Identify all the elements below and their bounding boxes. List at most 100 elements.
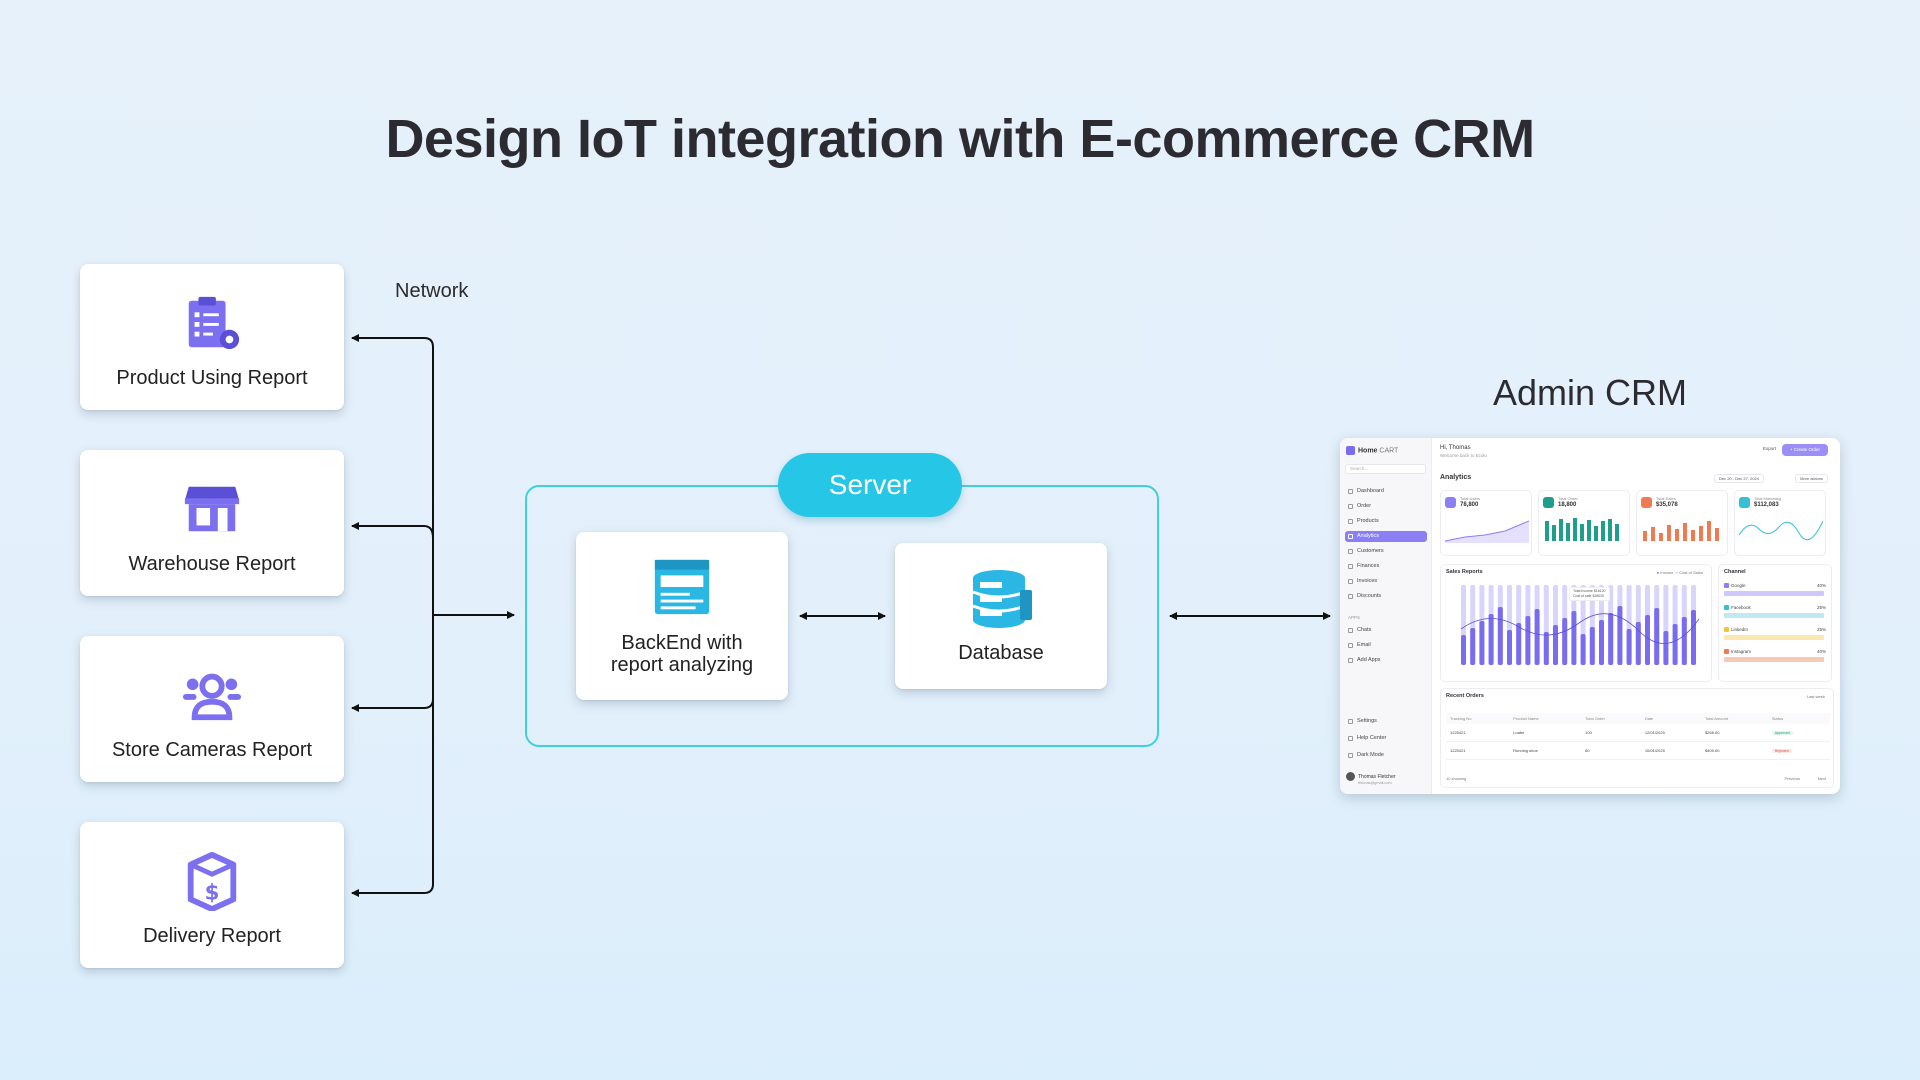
channel-pct: 40% — [1816, 583, 1826, 588]
arrow-warehouse-report — [351, 522, 434, 539]
greeting: Hi, Thomas — [1440, 445, 1471, 451]
table-cell: 1225421 — [1446, 741, 1510, 760]
table-cell: Running shoe — [1509, 741, 1582, 760]
svg-text:$: $ — [205, 880, 220, 905]
panel-title: Recent Orders — [1446, 693, 1484, 699]
nav-discounts[interactable]: Discounts — [1345, 591, 1427, 602]
kpi-area-chart — [1445, 520, 1529, 543]
nav-settings[interactable]: Settings — [1345, 716, 1427, 727]
crm-main: Hi, Thomas Welcome back to Ecolo Export … — [1440, 438, 1836, 794]
user-email: thomas@gmail.com — [1358, 781, 1392, 785]
table-cell: 12/01/2025 — [1640, 724, 1701, 742]
channel-name: Instagram — [1731, 649, 1752, 654]
finances-icon — [1348, 564, 1353, 569]
more-actions-dropdown[interactable]: More actions — [1795, 474, 1828, 483]
nav-label: Finances — [1357, 563, 1380, 569]
next-button[interactable]: Next — [1817, 776, 1826, 781]
nav-products[interactable]: Products — [1345, 516, 1427, 527]
column-header[interactable]: Product Name — [1509, 713, 1582, 724]
bar-income — [1516, 623, 1522, 665]
bar-income — [1553, 625, 1558, 665]
column-header[interactable]: Date — [1640, 713, 1701, 724]
customers-icon — [1348, 549, 1353, 554]
column-header[interactable]: Total Order — [1581, 713, 1641, 724]
channel-name: Google — [1731, 583, 1746, 588]
arrow-delivery-report — [351, 699, 434, 897]
table-row[interactable]: 1225421 Running shoe 80 10/01/2025 $409.… — [1446, 741, 1830, 760]
dashboard-icon — [1348, 489, 1353, 494]
bar-income — [1681, 617, 1687, 665]
tooltip-cost: Cost of sale $18020 — [1573, 594, 1605, 598]
database-icon — [972, 569, 1032, 628]
kpi-label: Total Sales — [1656, 496, 1676, 501]
pagination: 10 showing Previous Next — [1446, 776, 1830, 781]
chart-legend: ● Income ● Cost of Sales — [1657, 570, 1703, 575]
nav-label: Chats — [1357, 627, 1372, 633]
document-window-icon — [654, 559, 710, 615]
column-header[interactable]: Tracking No — [1446, 713, 1510, 724]
nav-order[interactable]: Order — [1345, 501, 1427, 512]
box-dollar-icon: $ — [187, 851, 237, 911]
date-range-picker[interactable]: Dec 20 - Dec 27, 2024 — [1713, 474, 1764, 483]
server-label: Server — [778, 453, 962, 517]
invoices-icon — [1348, 579, 1353, 584]
channel-name: LinkedIn — [1731, 627, 1749, 632]
table-cell: Rejected — [1767, 741, 1830, 760]
table-cell: Approved — [1767, 724, 1830, 742]
orders-table: Tracking No Product Name Total Order Dat… — [1446, 713, 1830, 760]
nav-email[interactable]: Email — [1345, 640, 1427, 651]
kpi-card-users: Total Users 78,800 — [1440, 490, 1532, 556]
bar-income — [1470, 628, 1476, 665]
nav-help-center[interactable]: Help Center — [1345, 733, 1427, 744]
nav-add-apps[interactable]: Add Apps — [1345, 655, 1427, 666]
nav-dashboard[interactable]: Dashboard — [1345, 486, 1427, 497]
kpi-card-orders: Total Order 18,800 — [1538, 490, 1630, 556]
bar-income — [1645, 615, 1650, 665]
nav-chats[interactable]: Chats — [1345, 625, 1427, 636]
nav-invoices[interactable]: Invoices — [1345, 576, 1427, 587]
nav-finances[interactable]: Finances — [1345, 561, 1427, 572]
table-cell: $268.00 — [1700, 724, 1768, 742]
bar-income — [1543, 632, 1549, 665]
nav-analytics[interactable]: Analytics — [1345, 531, 1427, 542]
column-header[interactable]: Status — [1767, 713, 1830, 724]
orders-icon — [1543, 497, 1554, 508]
bar-income — [1691, 610, 1696, 665]
export-button[interactable]: Export — [1762, 446, 1776, 451]
help-icon — [1348, 736, 1353, 741]
instagram-icon — [1724, 649, 1729, 655]
bar-income — [1461, 635, 1466, 665]
sales-bar-chart — [1460, 585, 1700, 665]
clipboard-gear-icon — [188, 296, 240, 349]
bar-income — [1654, 608, 1660, 665]
admin-crm-title: Admin CRM — [1492, 372, 1688, 413]
kpi-bar-chart — [1545, 518, 1619, 541]
tooltip-income: Total Income $16120 — [1573, 589, 1606, 593]
nav-dark-mode[interactable]: Dark Mode — [1345, 750, 1427, 761]
showing-count[interactable]: 10 showing — [1446, 776, 1467, 781]
report-label: Product Using Report — [116, 366, 308, 389]
product-using-report-card: Product Using Report — [80, 264, 344, 410]
crm-brand: Home CART — [1346, 446, 1398, 455]
bar-income — [1599, 620, 1604, 665]
last-week-dropdown[interactable]: Last week — [1806, 694, 1825, 699]
create-order-button[interactable]: + Create Order — [1782, 444, 1828, 456]
crm-search-input[interactable]: Search... — [1345, 464, 1426, 474]
nav-label: Add Apps — [1357, 657, 1381, 663]
column-header[interactable]: Total Amount — [1700, 713, 1768, 724]
kpi-line-chart — [1739, 520, 1823, 541]
bar-income — [1525, 616, 1531, 665]
channel-pct: 25% — [1816, 627, 1826, 632]
nav-label: Dashboard — [1357, 488, 1384, 494]
people-group-icon — [182, 673, 242, 720]
table-row[interactable]: 1225421 Loafer 100 12/01/2025 $268.00 Ap… — [1446, 724, 1830, 742]
previous-button[interactable]: Previous — [1784, 776, 1800, 781]
report-label: Store Cameras Report — [111, 738, 313, 761]
table-cell: 10/01/2025 — [1640, 741, 1701, 760]
nav-customers[interactable]: Customers — [1345, 546, 1427, 557]
chart-tooltip: Total Income $16120 Cost of sale $18020 — [1569, 587, 1610, 601]
bar-income — [1488, 614, 1494, 665]
